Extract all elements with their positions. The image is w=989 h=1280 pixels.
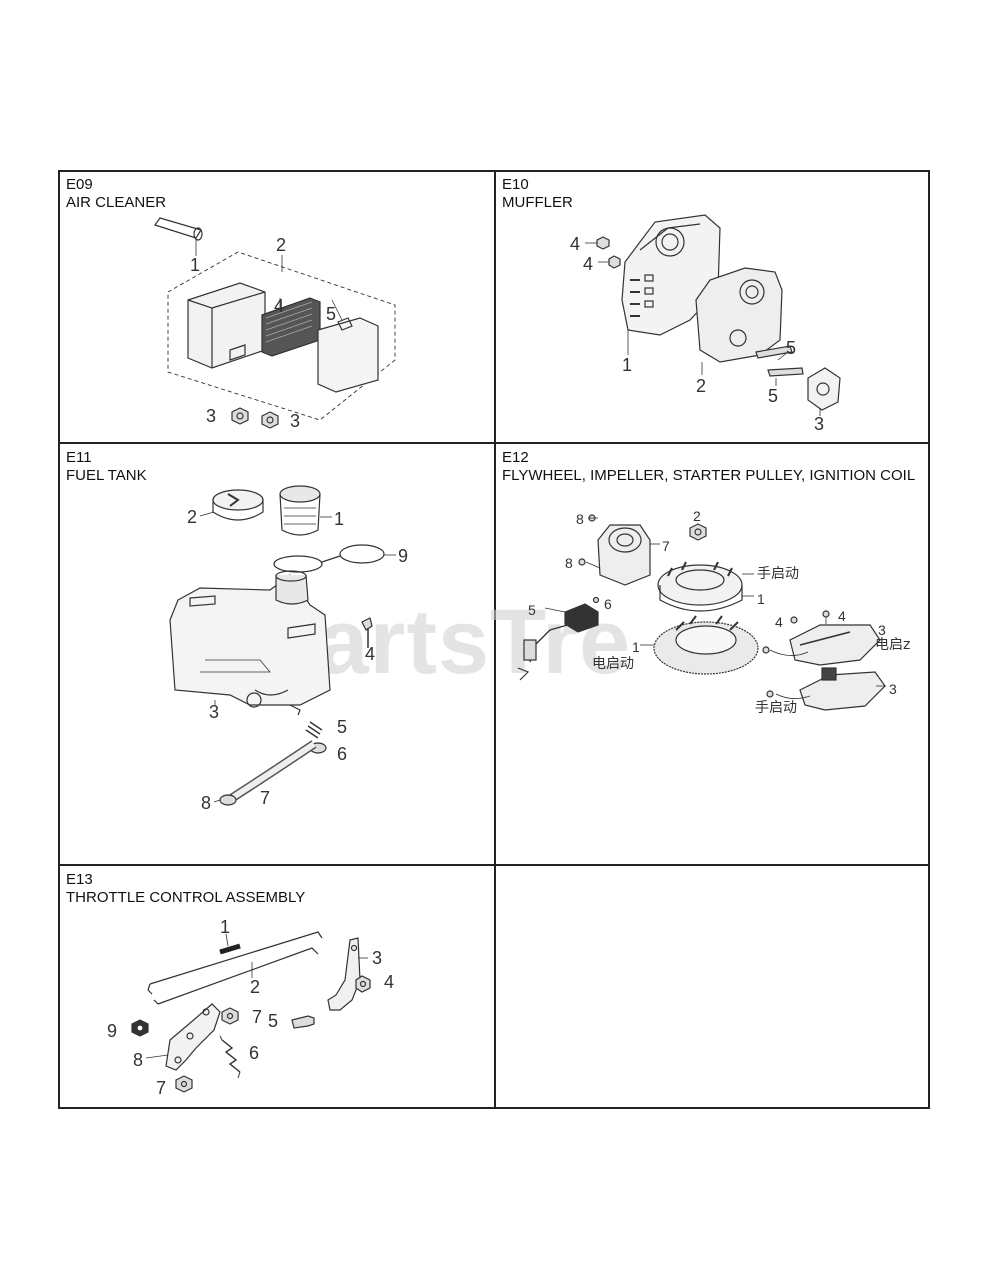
grid-divider-row2 bbox=[58, 864, 930, 866]
panel-title: FUEL TANK bbox=[66, 467, 147, 484]
callout: 9 bbox=[107, 1021, 118, 1041]
callout: 1 bbox=[220, 917, 231, 937]
callout: 4 bbox=[365, 644, 376, 664]
callout: 2 bbox=[276, 235, 287, 255]
callout: 4 bbox=[274, 296, 285, 316]
panel-code: E13 bbox=[66, 871, 93, 888]
callout: 2 bbox=[250, 977, 261, 997]
panel-title: AIR CLEANER bbox=[66, 194, 167, 211]
callout: 9 bbox=[398, 546, 409, 566]
callout: 6 bbox=[604, 596, 612, 612]
electric-start-label: 电启z bbox=[875, 637, 911, 653]
callout: 8 bbox=[201, 793, 212, 813]
callout: 8 bbox=[576, 511, 584, 527]
callout: 5 bbox=[337, 717, 348, 737]
callout: 5 bbox=[786, 338, 797, 358]
callout: 8 bbox=[565, 555, 573, 571]
callout: 2 bbox=[693, 508, 701, 524]
callout: 6 bbox=[337, 744, 348, 764]
panel-title: MUFFLER bbox=[502, 194, 573, 211]
callout: 1 bbox=[622, 355, 633, 375]
callout: 4 bbox=[838, 608, 846, 624]
callout: 1 bbox=[334, 509, 345, 529]
callout: 3 bbox=[206, 406, 217, 426]
grid-divider-row1 bbox=[58, 442, 930, 444]
panel-code: E09 bbox=[66, 176, 93, 193]
manual-start-label: 手启动 bbox=[755, 700, 797, 716]
panel-empty bbox=[496, 866, 928, 1107]
callout: 1 bbox=[190, 255, 201, 275]
callout: 5 bbox=[528, 602, 536, 618]
callout: 2 bbox=[187, 507, 198, 527]
callout: 4 bbox=[570, 234, 581, 254]
electric-start-label: 电启动 bbox=[592, 656, 634, 672]
callout: 3 bbox=[372, 948, 383, 968]
callout: 4 bbox=[583, 254, 594, 274]
panel-code: E10 bbox=[502, 176, 529, 193]
callout: 7 bbox=[252, 1007, 263, 1027]
callout: 7 bbox=[662, 538, 670, 554]
callout: 7 bbox=[260, 788, 271, 808]
grid-divider-vertical bbox=[494, 170, 496, 1109]
callout: 3 bbox=[889, 681, 897, 697]
callout: 6 bbox=[249, 1043, 260, 1063]
callout: 3 bbox=[814, 414, 825, 434]
callout: 8 bbox=[133, 1050, 144, 1070]
callout: 1 bbox=[757, 591, 765, 607]
callout: 1 bbox=[632, 639, 640, 655]
callout: 2 bbox=[696, 376, 707, 396]
callout: 5 bbox=[768, 386, 779, 406]
panel-title: THROTTLE CONTROL ASSEMBLY bbox=[66, 889, 306, 906]
panel-code: E11 bbox=[66, 449, 92, 466]
panel-code: E12 bbox=[502, 449, 529, 466]
callout: 4 bbox=[384, 972, 395, 992]
panel-title: FLYWHEEL, IMPELLER, STARTER PULLEY, IGNI… bbox=[502, 467, 916, 484]
callout: 3 bbox=[209, 702, 220, 722]
manual-start-label: 手启动 bbox=[757, 566, 799, 582]
callout: 5 bbox=[326, 304, 337, 324]
callout: 5 bbox=[268, 1011, 279, 1031]
callout: 7 bbox=[156, 1078, 167, 1098]
callout: 4 bbox=[775, 614, 783, 630]
callout: 3 bbox=[290, 411, 301, 431]
callout: 3 bbox=[878, 622, 886, 638]
